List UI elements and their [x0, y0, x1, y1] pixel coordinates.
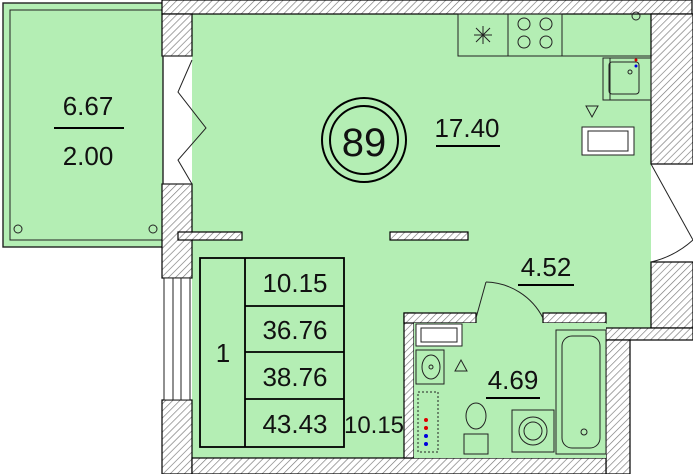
bathtub-icon	[555, 329, 607, 455]
summary-value: 38.76	[262, 362, 327, 392]
summary-table	[199, 257, 345, 448]
summary-value: 36.76	[262, 315, 327, 345]
walls	[161, 0, 693, 474]
balcony-area-label: 6.67	[63, 91, 114, 121]
drain-icon	[454, 358, 468, 372]
washing-machine-icon	[511, 409, 555, 453]
drain-icon	[585, 105, 599, 119]
room-count: 1	[216, 338, 230, 368]
balcony	[2, 2, 164, 248]
toilet-icon	[463, 402, 489, 455]
summary-value: 43.43	[262, 409, 327, 439]
balcony-coefficient-label: 2.00	[63, 141, 114, 171]
sink-icon	[602, 57, 652, 101]
bath-radiator-icon	[415, 323, 463, 347]
window-icon	[163, 277, 191, 401]
bathroom: 4.69	[414, 323, 607, 458]
hallway-area-label: 4.52	[521, 252, 572, 282]
living-area-label: 17.40	[434, 113, 499, 143]
radiator-icon	[581, 126, 635, 156]
entrance-door-icon	[650, 163, 693, 263]
bathroom-area-label: 4.69	[488, 365, 539, 395]
summary-value: 10.15	[262, 268, 327, 298]
apartment-number: 89	[342, 121, 387, 165]
side-value: 10.15	[344, 412, 404, 439]
socket-icon	[631, 11, 641, 21]
bathroom-door-icon	[475, 281, 544, 319]
apartment-number-badge: 89	[321, 97, 407, 183]
door-icon	[162, 55, 207, 185]
stove-icon	[517, 17, 553, 49]
fan-icon	[474, 26, 492, 44]
riser-icon	[417, 391, 439, 453]
washbasin-icon	[415, 349, 445, 385]
